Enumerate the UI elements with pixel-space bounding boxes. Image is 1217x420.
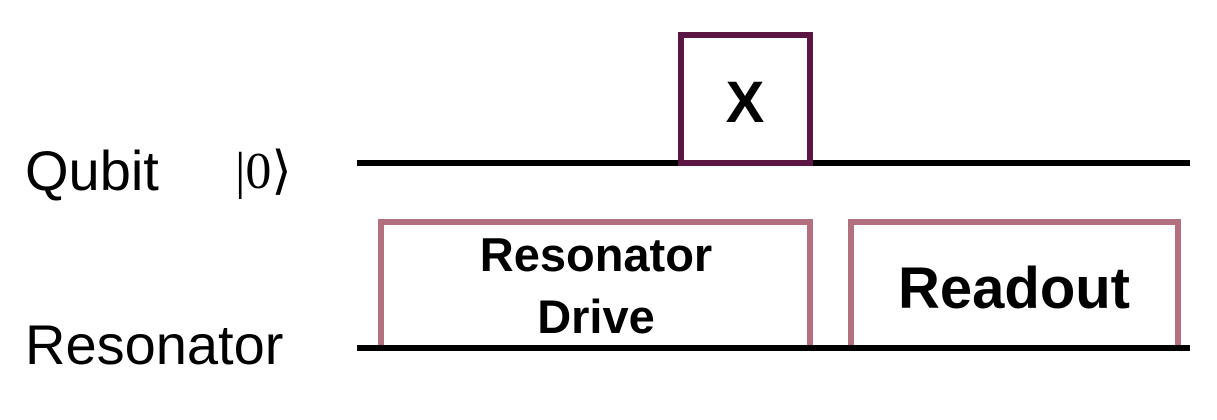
x-gate-label: X <box>726 70 765 135</box>
qubit-label: Qubit <box>25 139 159 202</box>
readout-pulse: Readout <box>848 219 1181 348</box>
qubit-initial-state: |0⟩ <box>235 143 292 200</box>
x-gate: X <box>678 32 813 166</box>
resonator-label: Resonator <box>25 313 283 376</box>
resonator-drive-pulse: Resonator Drive <box>378 219 813 348</box>
readout-label: Readout <box>898 256 1130 321</box>
resonator-drive-label-line2: Drive <box>537 290 655 343</box>
x-gate-box <box>678 32 813 166</box>
readout-box <box>848 219 1181 348</box>
resonator-drive-label-line1: Resonator <box>480 228 712 281</box>
resonator-drive-box <box>378 219 813 348</box>
